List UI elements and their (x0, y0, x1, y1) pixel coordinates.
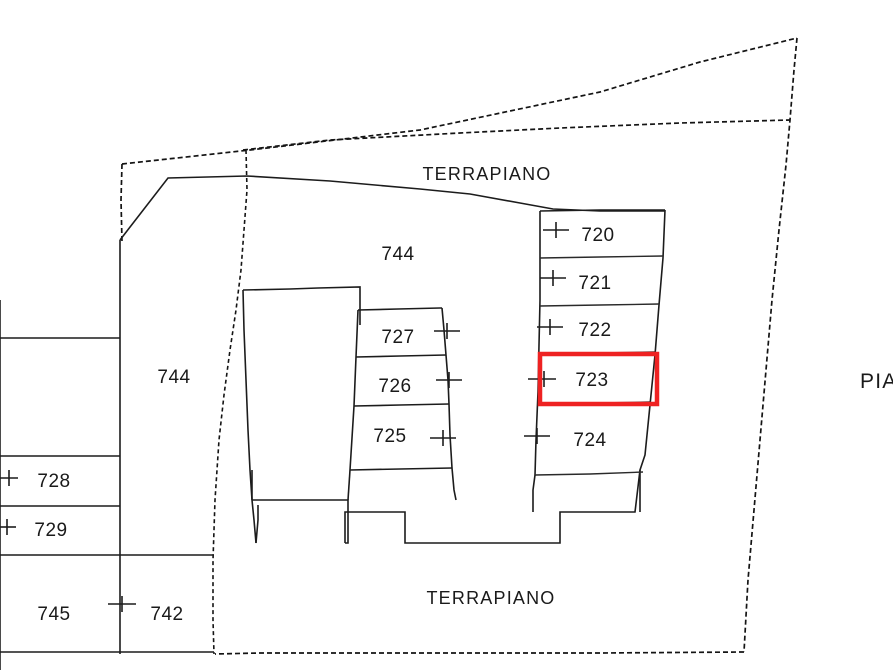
parcel-label-742[interactable]: 742 (150, 604, 183, 625)
parcel-726-bottom (353, 403, 450, 407)
building-footprint-left-step (255, 505, 259, 544)
parcel-727-right (441, 307, 447, 356)
dotted-boundary-bottom (214, 651, 745, 655)
parcel-label-722[interactable]: 722 (578, 320, 611, 341)
tick-marks-group (0, 222, 569, 612)
right-block-bottom-connector (532, 474, 536, 512)
dotted-boundary-left (120, 163, 123, 243)
dotted-boundary-top-upper (121, 37, 798, 165)
zone-label-terrapiano-top: TERRAPIANO (422, 164, 551, 184)
parcel-label-745[interactable]: 745 (37, 604, 70, 625)
parcel-label-720[interactable]: 720 (581, 225, 614, 246)
parcel-725-right-extension (451, 467, 457, 501)
parcel-727-bottom (355, 354, 447, 358)
dotted-boundary-top-lower (242, 119, 791, 151)
parcel-label-728[interactable]: 728 (37, 471, 70, 492)
parcel-label-726[interactable]: 726 (378, 376, 411, 397)
labels-group: TERRAPIANO TERRAPIANO PIA 720 721 722 72… (34, 164, 893, 625)
parcel-label-724[interactable]: 724 (573, 430, 606, 451)
highlighted-parcel-723-box[interactable] (537, 351, 660, 407)
parcel-720-top (539, 209, 665, 212)
parcel-label-744-upper[interactable]: 744 (381, 244, 414, 265)
parcel-label-725[interactable]: 725 (373, 426, 406, 447)
parcel-725-left-extension (347, 469, 351, 501)
parcel-725-bottom (349, 467, 453, 471)
parcel-727-top (357, 307, 442, 311)
parcel-label-721[interactable]: 721 (578, 273, 611, 294)
edge-label-pia: PIA (860, 370, 893, 393)
building-footprint-left-edge (242, 289, 257, 544)
building-footprint-bottom-left (252, 499, 349, 544)
dotted-boundary-right (743, 37, 798, 653)
divider-721-722 (539, 303, 660, 307)
building-footprint-notch-top (242, 286, 361, 325)
dotted-boundary-group (120, 37, 798, 655)
parcel-label-727[interactable]: 727 (381, 327, 414, 348)
parcel-label-744-left[interactable]: 744 (157, 367, 190, 388)
right-block-left-edge (534, 211, 541, 476)
parcel-label-729[interactable]: 729 (34, 520, 67, 541)
parcel-725-727-left (349, 309, 359, 471)
zone-label-terrapiano-bottom: TERRAPIANO (426, 588, 555, 608)
building-footprint-bottom-mass (344, 469, 641, 544)
dotted-boundary-interior (212, 149, 248, 655)
divider-720-721 (539, 255, 664, 259)
parcel-725-right (448, 403, 453, 469)
right-block-right-edge (639, 209, 666, 512)
parcel-label-723[interactable]: 723 (575, 370, 608, 391)
divider-724-bottom (534, 471, 644, 476)
